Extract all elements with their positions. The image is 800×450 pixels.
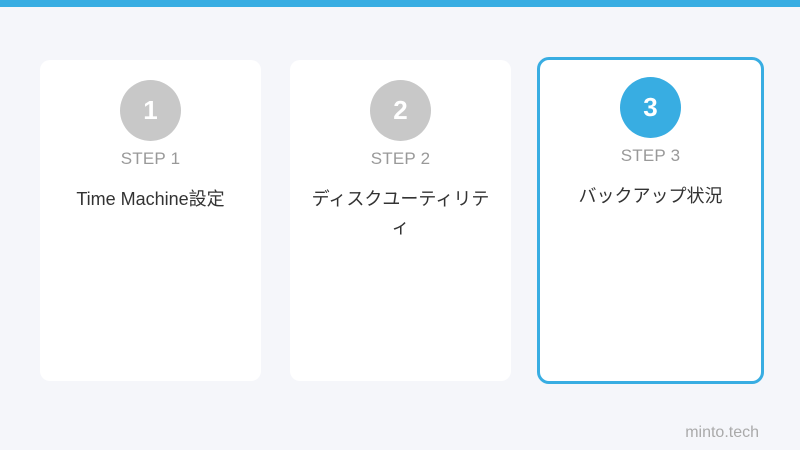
step-number-badge: 1 xyxy=(120,80,181,141)
step-card-1[interactable]: 1 STEP 1 Time Machine設定 xyxy=(40,60,261,381)
brand-watermark: minto.tech xyxy=(685,424,759,441)
step-label: STEP 3 xyxy=(620,146,681,165)
step-number-badge: 3 xyxy=(620,77,681,138)
step-title: Time Machine設定 xyxy=(76,189,225,209)
top-accent-bar xyxy=(0,0,800,7)
step-label: STEP 1 xyxy=(120,149,181,168)
step-title: ディスクユーティリティ xyxy=(311,189,490,237)
step-label: STEP 2 xyxy=(370,149,431,168)
step-card-2[interactable]: 2 STEP 2 ディスクユーティリティ xyxy=(290,60,511,381)
step-number-badge: 2 xyxy=(370,80,431,141)
step-title: バックアップ状況 xyxy=(578,186,723,206)
step-card-3-active[interactable]: 3 STEP 3 バックアップ状況 xyxy=(537,57,764,384)
